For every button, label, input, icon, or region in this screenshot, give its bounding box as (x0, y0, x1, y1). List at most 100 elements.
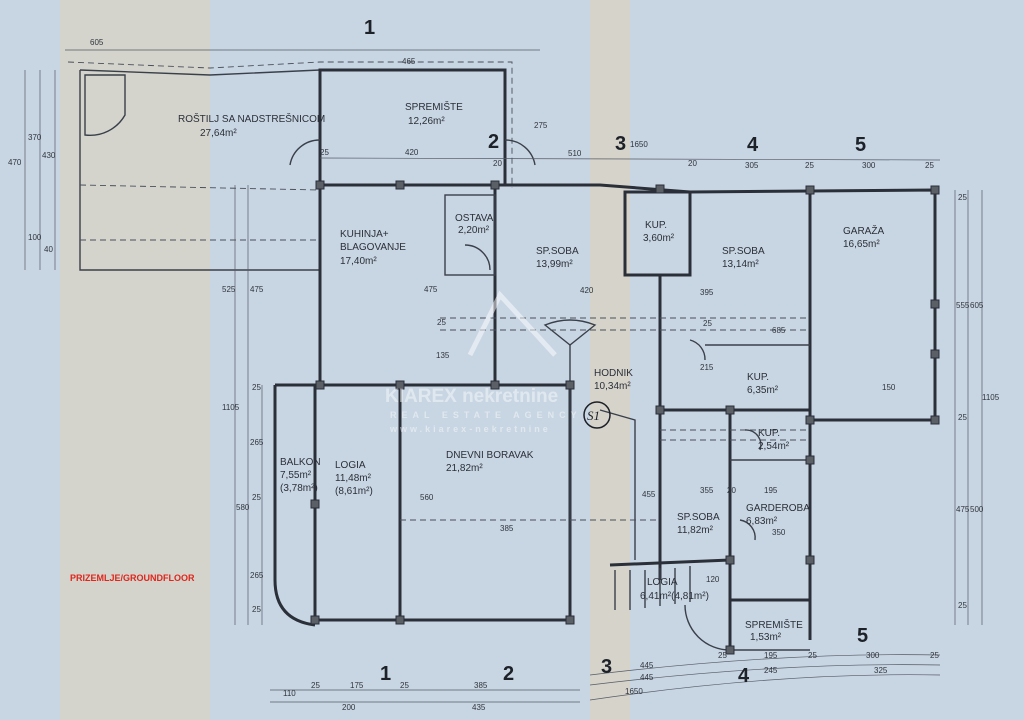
axis-label-3: 3 (615, 133, 626, 155)
room-area: 7,55m² (280, 470, 312, 481)
axis-label-2: 2 (488, 131, 499, 153)
room-name: KUP. (747, 372, 769, 383)
room-area: 11,48m² (335, 473, 372, 484)
room-area: 13,14m² (722, 259, 759, 270)
dimension-label: 25 (808, 651, 817, 660)
dimension-label: 175 (350, 681, 364, 690)
dimension-label: 20 (727, 486, 736, 495)
dimension-label: 445 (640, 661, 654, 670)
dimension-labels: 605 465 420 510 1650 20 305 25 300 25 27… (8, 38, 1000, 712)
dimension-label: 215 (700, 363, 714, 372)
dimension-label: 25 (925, 161, 934, 170)
axis-label-5: 5 (857, 625, 868, 647)
room-area: 2,20m² (458, 225, 490, 236)
dimension-label: 25 (703, 319, 712, 328)
room-area: 11,82m² (677, 525, 714, 536)
dimension-label: 300 (866, 651, 880, 660)
dimension-label: 110 (283, 689, 296, 698)
room-area: 3,60m² (643, 233, 675, 244)
room-area: 16,65m² (843, 239, 880, 250)
dimension-label: 500 (970, 505, 984, 514)
dimension-label: 20 (493, 159, 502, 168)
room-name: DNEVNI BORAVAK (446, 450, 534, 461)
staircase (614, 566, 731, 651)
room-area: 17,40m² (340, 256, 377, 267)
room-name: BLAGOVANJE (340, 242, 406, 253)
room-name: HODNIK (594, 368, 633, 379)
walls (67, 61, 940, 655)
dimension-label: 1650 (630, 140, 648, 149)
room-name: OSTAVA (455, 213, 494, 224)
dimension-label: 555 (956, 301, 970, 310)
paper-warm-strip (60, 0, 210, 720)
dimension-label: 195 (764, 651, 778, 660)
dimension-label: 305 (745, 161, 759, 170)
room-name: KUP. (645, 220, 667, 231)
room-name: SP.SOBA (536, 246, 579, 257)
room-labels: ROŠTILJ SA NADSTREŠNICOM 27,64m² SPREMIŠ… (178, 100, 884, 643)
axis-markers: 1 1 2 2 3 3 4 4 5 5 (364, 17, 868, 687)
dimension-label: 25 (805, 161, 814, 170)
room-name: LOGIA (647, 577, 678, 588)
section-marker: S1 (583, 401, 611, 429)
dimension-label: 120 (706, 575, 720, 584)
floor-label: PRIZEMLJE/GROUNDFLOOR (70, 573, 195, 583)
axis-label-5: 5 (855, 134, 866, 156)
axis-label-1: 1 (380, 663, 391, 685)
dimension-label: 25 (400, 681, 409, 690)
dimension-label: 195 (764, 486, 778, 495)
room-area: 6,41m²(4,81m²) (640, 591, 709, 602)
dimension-label: 475 (250, 285, 264, 294)
dimension-label: 385 (474, 681, 488, 690)
room-area: 10,34m² (594, 381, 631, 392)
dimension-label: 150 (882, 383, 896, 392)
dimension-label: 355 (700, 486, 714, 495)
dimension-label: 25 (930, 651, 939, 660)
dimension-label: 1650 (625, 687, 643, 696)
dimension-label: 245 (764, 666, 778, 675)
dimension-label: 420 (405, 148, 419, 157)
watermark: KIAREX nekretnine REAL ESTATE AGENCY www… (385, 290, 577, 434)
dimension-label: 525 (222, 285, 236, 294)
axis-label-1: 1 (364, 17, 375, 39)
room-name: KUP. (758, 428, 780, 439)
watermark-site: www.kiarex-nekretnine (389, 424, 551, 434)
dimension-label: 25 (958, 413, 967, 422)
axis-label-2: 2 (503, 663, 514, 685)
axis-label-4: 4 (747, 134, 759, 156)
dimension-label: 20 (688, 159, 697, 168)
room-name: ROŠTILJ SA NADSTREŠNICOM (178, 112, 325, 125)
dimension-label: 25 (252, 493, 261, 502)
room-net-area: (3,78m²) (280, 483, 318, 494)
dimension-label: 25 (958, 601, 967, 610)
dimension-label: 275 (534, 121, 548, 130)
room-name: SP.SOBA (722, 246, 765, 257)
dimension-label: 265 (250, 571, 264, 580)
dimension-label: 510 (568, 149, 582, 158)
dimension-label: 350 (772, 528, 786, 537)
dimension-label: 395 (700, 288, 714, 297)
dimension-label: 1105 (982, 393, 1000, 402)
dimension-lines (24, 49, 983, 703)
dimension-label: 200 (342, 703, 356, 712)
dimension-label: 25 (320, 148, 329, 157)
dimension-label: 370 (28, 133, 42, 142)
dimension-label: 25 (252, 605, 261, 614)
room-name: SPREMIŠTE (745, 618, 803, 631)
room-net-area: (8,61m²) (335, 486, 373, 497)
dimension-label: 685 (772, 326, 786, 335)
dimension-label: 300 (862, 161, 876, 170)
dimension-label: 475 (956, 505, 970, 514)
dimension-label: 25 (311, 681, 320, 690)
paper-warm-strip (590, 0, 630, 720)
dimension-label: 465 (402, 57, 416, 66)
dimension-label: 385 (500, 524, 514, 533)
room-area: 6,83m² (746, 516, 778, 527)
room-area: 12,26m² (408, 116, 445, 127)
dimension-label: 265 (250, 438, 264, 447)
dimension-label: 25 (437, 318, 446, 327)
axis-label-4: 4 (738, 665, 750, 687)
dimension-label: 475 (424, 285, 438, 294)
dimension-label: 445 (640, 673, 654, 682)
